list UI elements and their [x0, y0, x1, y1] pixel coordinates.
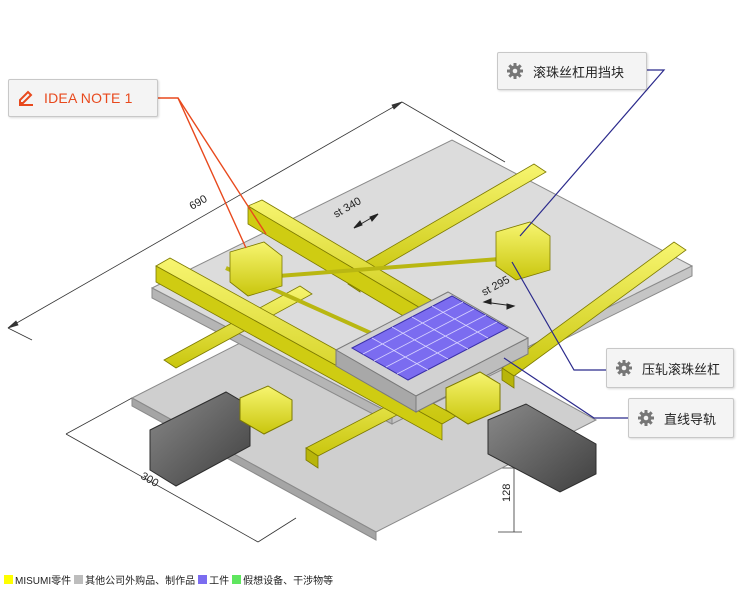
legend-swatch — [74, 575, 84, 584]
linear-guide-label: 直线导轨 — [664, 411, 717, 427]
linear-guide-rails — [163, 163, 687, 469]
stopper-blocks — [229, 221, 551, 297]
pressure-ball-screw-label: 压轧滚珠丝杠 — [642, 361, 721, 377]
stroke-arrows — [353, 213, 516, 310]
gear-icon — [507, 63, 523, 79]
dimension-690 — [7, 101, 506, 341]
legend-label: 其他公司外购品、制作品 — [85, 576, 196, 587]
legend-label: MISUMI零件 — [15, 576, 72, 587]
linear-guide-callout[interactable]: 直线导轨 — [628, 398, 734, 438]
dim-690-label: 690 — [188, 193, 210, 213]
idea-note-label: IDEA NOTE 1 — [44, 90, 133, 106]
motor-right — [445, 371, 597, 493]
dimension-300 — [65, 397, 297, 543]
idea-note-leaders — [158, 97, 267, 249]
dim-128-label: 128 — [501, 484, 513, 502]
color-legend: MISUMI零件 其他公司外购品、制作品 工件 假想设备、干涉物等 — [4, 572, 336, 587]
component-leaders — [503, 69, 666, 419]
gear-icon — [616, 360, 632, 376]
motor-left — [149, 385, 293, 487]
legend-item-workpiece: 工件 — [198, 572, 229, 587]
legend-item-misumi: MISUMI零件 — [4, 572, 71, 587]
ball-screw-stopper-callout[interactable]: 滚珠丝杠用挡块 — [497, 52, 647, 90]
legend-label: 假想设备、干涉物等 — [243, 576, 334, 587]
ball-screw-stopper-label: 滚珠丝杠用挡块 — [533, 64, 625, 80]
workpiece-grid — [350, 295, 510, 381]
pressure-ball-screw-callout[interactable]: 压轧滚珠丝杠 — [606, 348, 734, 388]
legend-label: 工件 — [209, 576, 230, 587]
legend-item-virtual: 假想设备、干涉物等 — [232, 572, 333, 587]
legend-swatch — [4, 575, 13, 584]
gear-icon — [638, 410, 654, 426]
legend-swatch — [198, 575, 208, 584]
idea-note-callout[interactable]: IDEA NOTE 1 — [8, 79, 158, 117]
legend-swatch — [232, 575, 242, 584]
legend-item-other: 其他公司外购品、制作品 — [74, 572, 195, 587]
pencil-icon — [19, 90, 33, 106]
